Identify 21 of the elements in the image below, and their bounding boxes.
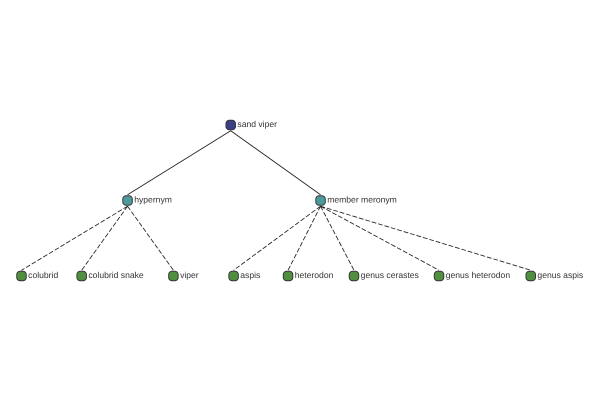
node-label: member meronym (327, 194, 397, 204)
node-label: genus heterodon (446, 270, 510, 280)
node-label: genus cerastes (360, 270, 419, 280)
node-label: hypernym (134, 194, 172, 204)
node-label: sand viper (237, 118, 277, 129)
node-label: heterodon (294, 270, 334, 280)
connector (320, 205, 440, 270)
connector (21, 205, 128, 270)
connector (233, 205, 321, 270)
connector (230, 130, 321, 195)
node-label: genus aspis (537, 270, 584, 280)
node-label: colubrid snake (88, 270, 144, 280)
connector (127, 130, 232, 195)
node-label: colubrid (28, 270, 58, 280)
connector (320, 205, 532, 270)
connector (320, 205, 354, 270)
connector (81, 205, 128, 270)
node-label: aspis (240, 270, 260, 280)
connector (288, 205, 321, 270)
connector (127, 205, 174, 270)
node-label: viper (180, 270, 199, 280)
